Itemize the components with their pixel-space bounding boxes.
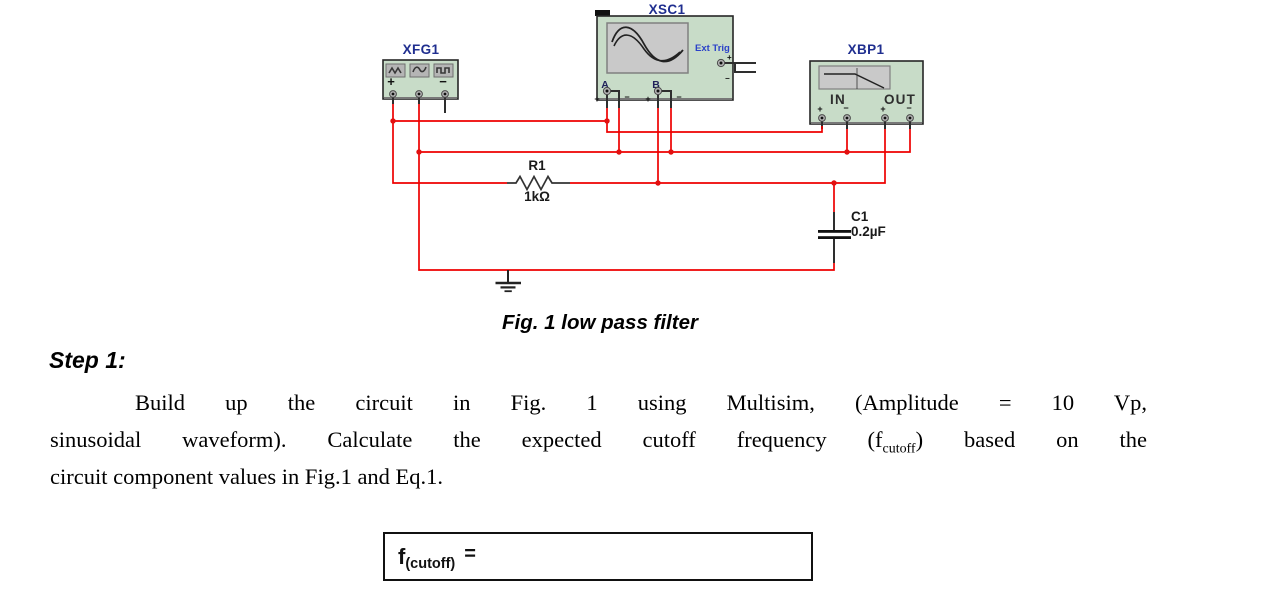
paragraph-line-3: circuit component values in Fig.1 and Eq… xyxy=(50,464,444,489)
ext-trig-plus: + xyxy=(727,53,732,62)
ground-symbol xyxy=(495,270,521,293)
xfg1-minus-label: − xyxy=(439,74,447,89)
step-heading: Step 1: xyxy=(49,347,126,373)
channel-a-minus: − xyxy=(624,92,630,102)
terminal xyxy=(389,90,397,98)
channel-b-label: B xyxy=(652,79,660,91)
scope-trace-inner xyxy=(613,34,681,62)
ext-trig-minus: − xyxy=(725,74,730,83)
channel-a-label: A xyxy=(601,79,609,91)
square-wave-icon xyxy=(436,67,450,74)
oscilloscope-screen xyxy=(606,22,689,74)
terminal xyxy=(906,114,914,122)
circuit-background xyxy=(382,10,924,125)
wires-red xyxy=(392,104,911,271)
answer-box[interactable]: f (cutoff) = xyxy=(383,532,813,581)
answer-f-subscript: (cutoff) xyxy=(405,555,456,572)
ext-trig-label: Ext Trig xyxy=(695,43,730,54)
oscilloscope-body xyxy=(595,10,734,101)
cutoff-subscript: cutoff xyxy=(882,441,916,457)
terminal xyxy=(843,114,851,122)
bode-response-trace xyxy=(824,73,885,89)
channel-b-plus: + xyxy=(645,94,651,104)
paragraph-line-2: sinusoidal waveform). Calculate the expe… xyxy=(50,427,1147,457)
bode-plotter-label: XBP1 xyxy=(847,42,885,57)
triangle-wave-icon xyxy=(388,66,402,75)
resistor-value-label: 1kΩ xyxy=(524,189,550,204)
resistor-ref-label: R1 xyxy=(528,158,546,173)
capacitor-ref-label: C1 xyxy=(851,209,869,224)
terminal xyxy=(881,114,889,122)
junction-dots xyxy=(390,118,850,186)
answer-equals: = xyxy=(464,543,476,565)
answer-f-symbol: f xyxy=(398,543,406,569)
xfg1-plus-label: + xyxy=(387,74,395,89)
terminal xyxy=(415,90,423,98)
bode-out-minus: − xyxy=(906,103,912,113)
terminal xyxy=(818,114,826,122)
bode-out-plus: + xyxy=(880,104,886,114)
oscilloscope-label: XSC1 xyxy=(648,2,686,17)
capacitor-value-label: 0.2µF xyxy=(851,224,886,239)
channel-b-minus: − xyxy=(676,92,682,102)
sine-wave-icon xyxy=(412,66,427,73)
scope-trace-outer xyxy=(611,26,684,63)
bode-plotter-screen xyxy=(818,65,891,90)
circuit-wiring xyxy=(389,58,914,293)
channel-a-plus: + xyxy=(594,94,600,104)
circuit-figure: XFG1 XSC1 XBP1 Ext Trig + − A B + − + − … xyxy=(382,2,924,293)
bode-in-plus: + xyxy=(817,104,823,114)
bode-in-minus: − xyxy=(843,103,849,113)
terminal xyxy=(716,58,726,68)
function-generator-label: XFG1 xyxy=(402,42,440,57)
power-corner-mark xyxy=(595,10,610,16)
instruction-paragraph: Build up the circuit in Fig. 1 using Mul… xyxy=(50,384,1147,495)
paragraph-line-1: Build up the circuit in Fig. 1 using Mul… xyxy=(135,390,1147,415)
capacitor-symbol xyxy=(818,230,851,239)
resistor-symbol xyxy=(507,174,570,192)
terminal xyxy=(441,90,449,98)
figure-caption: Fig. 1 low pass filter xyxy=(502,311,698,334)
